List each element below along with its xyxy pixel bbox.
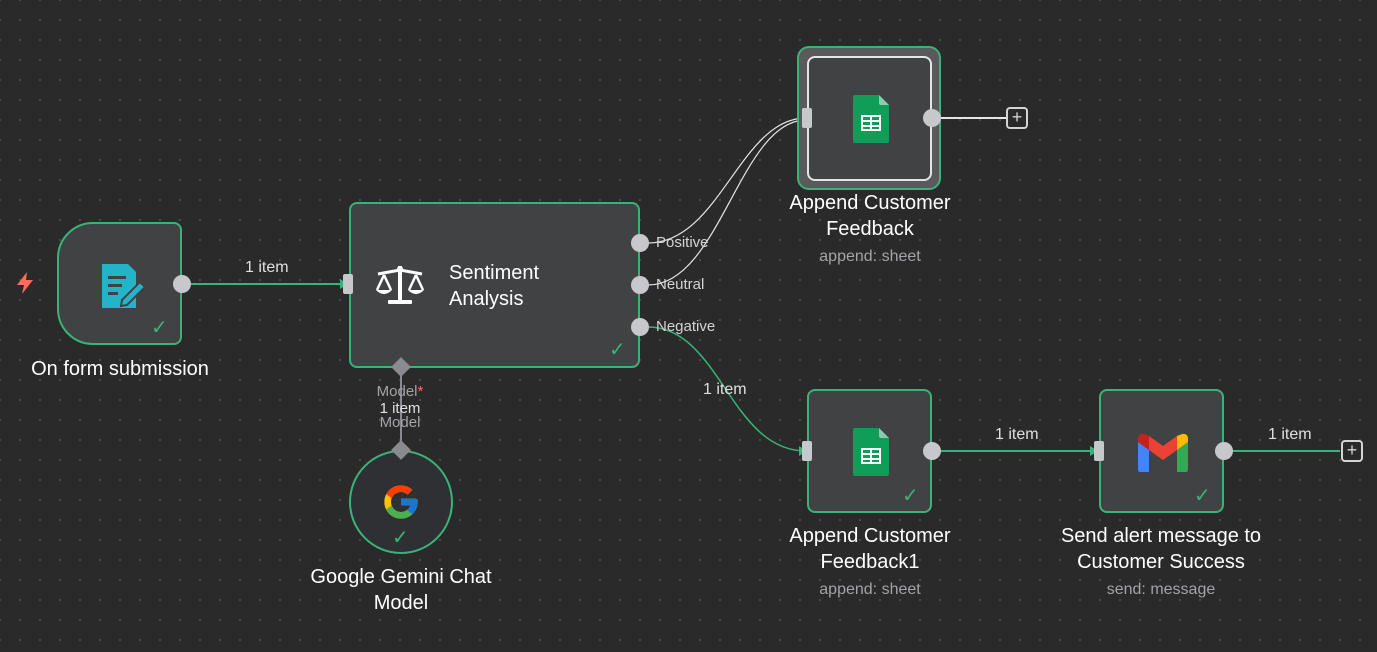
edge-item-count: 1 item (703, 381, 747, 398)
node-subtitle: append: sheet (819, 581, 921, 598)
node-subtitle: append: sheet (819, 248, 921, 265)
gmail-output-handle[interactable] (1215, 442, 1233, 460)
append1-output-handle[interactable] (923, 442, 941, 460)
node-form-trigger[interactable]: ✓ (57, 222, 182, 345)
node-title-line1: Send alert message to (1060, 525, 1262, 547)
port-neutral-label: Neutral (656, 276, 705, 293)
success-check-icon: ✓ (151, 317, 168, 339)
node-append-customer-feedback1[interactable]: ✓ (807, 389, 932, 513)
sentiment-input-handle[interactable] (343, 274, 353, 294)
edge-item-count: 1 item (245, 259, 289, 276)
node-title-line2: Feedback1 (820, 551, 920, 573)
node-title: On form submission (31, 358, 209, 380)
node-send-alert-gmail[interactable]: ✓ (1099, 389, 1224, 513)
edge-item-count: 1 item (995, 426, 1039, 443)
success-check-icon: ✓ (902, 485, 919, 507)
port-positive-handle[interactable] (631, 234, 649, 252)
node-title-line1: Sentiment (449, 262, 540, 284)
google-icon (381, 482, 421, 522)
form-trigger-output-handle[interactable] (173, 275, 191, 293)
port-positive-label: Positive (656, 234, 709, 251)
add-node-button[interactable]: + (1006, 107, 1028, 129)
google-sheets-icon (849, 425, 893, 479)
model-port-label: Model* (376, 383, 424, 400)
append-input-handle[interactable] (802, 108, 812, 128)
edge-item-count: 1 item (1268, 426, 1312, 443)
scale-icon (373, 262, 427, 308)
node-google-gemini[interactable]: ✓ (349, 450, 453, 554)
add-node-button[interactable]: + (1341, 440, 1363, 462)
gmail-icon (1135, 431, 1191, 475)
node-title-line1: Append Customer (789, 192, 951, 214)
port-negative-handle[interactable] (631, 318, 649, 336)
node-title-line2: Feedback (826, 218, 914, 240)
success-check-icon: ✓ (609, 339, 626, 361)
node-title-line2: Model (373, 592, 429, 614)
model-output-label: Model (379, 414, 421, 431)
node-subtitle: send: message (1106, 581, 1216, 598)
port-negative-label: Negative (656, 318, 716, 335)
node-sentiment-analysis[interactable]: Sentiment Analysis ✓ (349, 202, 640, 368)
node-append-customer-feedback[interactable] (807, 56, 932, 181)
port-neutral-handle[interactable] (631, 276, 649, 294)
google-sheets-icon (849, 92, 893, 146)
form-icon (95, 260, 149, 312)
trigger-bolt-icon (14, 270, 36, 301)
model-item-count: 1 item (379, 400, 421, 417)
append1-input-handle[interactable] (802, 441, 812, 461)
node-title-line1: Append Customer (789, 525, 951, 547)
node-title-line2: Customer Success (1077, 551, 1245, 573)
success-check-icon: ✓ (392, 527, 409, 549)
gmail-input-handle[interactable] (1094, 441, 1104, 461)
success-check-icon: ✓ (1194, 485, 1211, 507)
node-title-line2: Analysis (449, 288, 524, 310)
append-output-handle[interactable] (923, 109, 941, 127)
node-title-line1: Google Gemini Chat (310, 566, 492, 588)
